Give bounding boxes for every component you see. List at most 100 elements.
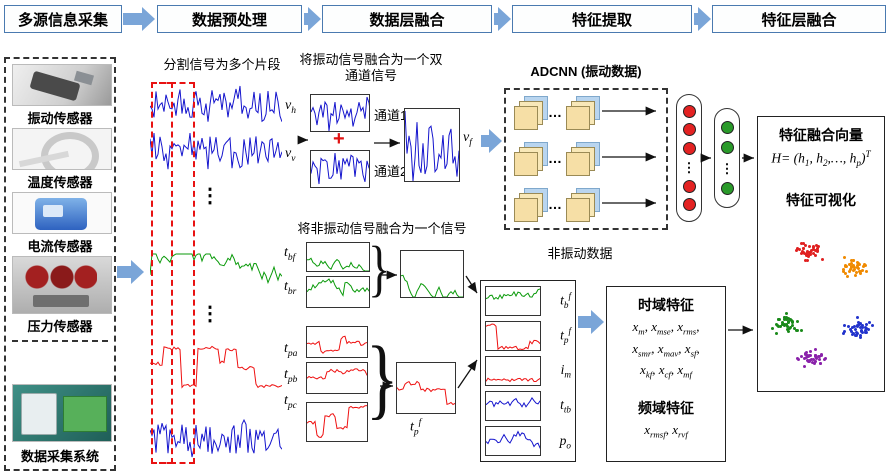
- adcnn-title: ADCNN (振动数据): [530, 64, 642, 79]
- brace-green: }: [368, 235, 391, 303]
- scatter-dot: [808, 349, 812, 353]
- time-features-2: xsmr, xmav, xsf,: [632, 340, 700, 359]
- panel-to-signals-arrow: [117, 260, 144, 284]
- scatter-dot: [853, 273, 857, 277]
- ellipsis-horizontal: …: [548, 196, 563, 212]
- scatter-dot: [803, 365, 806, 368]
- scatter-dot: [852, 324, 856, 328]
- scatter-dot: [855, 260, 859, 264]
- scatter-dot: [783, 316, 787, 320]
- scatter-dot: [859, 325, 863, 329]
- time-features-3: xkf, xcf, xmf: [640, 362, 692, 380]
- scatter-dot: [802, 357, 806, 361]
- label-vh: vh: [285, 98, 296, 116]
- stack-plot-tbf: [485, 285, 541, 316]
- scatter-dot: [804, 352, 808, 356]
- scatter-dot: [864, 326, 868, 330]
- scatter-dot: [811, 246, 815, 250]
- channel1-label: 通道1: [374, 108, 408, 123]
- sensor-label-vibration: 振动传感器: [27, 111, 93, 126]
- scatter-dot: [870, 324, 874, 328]
- scatter-dot: [806, 353, 810, 357]
- scatter-dot: [814, 353, 818, 357]
- ellipsis-vertical: ⋮: [682, 159, 696, 175]
- cnn-feature-map-stack: [566, 188, 600, 222]
- label-tpf-merged: tpf: [410, 418, 422, 438]
- freq-domain-title: 频域特征: [638, 399, 694, 416]
- brace-red: }: [366, 329, 399, 428]
- scatter-dot: [850, 261, 853, 265]
- scatter-dot: [814, 244, 818, 248]
- scatter-dot: [845, 264, 849, 268]
- scatter-dot: [800, 252, 804, 255]
- neuron: [720, 141, 734, 155]
- fusion-formula: H= (h1, h2,…, hp)T: [771, 149, 871, 169]
- pressure-plot-2: [306, 362, 368, 394]
- scatter-dot: [857, 322, 861, 326]
- cnn-feature-map-stack: [566, 142, 600, 176]
- merged-temp-plot: [400, 250, 464, 298]
- pressure-plot-3: [306, 402, 368, 442]
- scatter-dot: [820, 352, 823, 356]
- channel2-label: 通道2: [374, 164, 408, 179]
- scatter-dot: [785, 318, 789, 322]
- scatter-dot: [862, 265, 865, 269]
- scatter-dot: [777, 317, 781, 321]
- neuron: [682, 104, 696, 118]
- signal-strip-temperature: [150, 252, 282, 296]
- scatter-dot: [814, 348, 818, 352]
- pipeline-step-collection: 多源信息采集: [4, 5, 122, 33]
- scatter-dot: [775, 331, 778, 335]
- stack-label-ttb: ttb: [560, 397, 571, 415]
- label-tpa: tpa: [284, 341, 298, 359]
- scatter-dot: [858, 270, 862, 273]
- scatter-dot: [866, 328, 870, 332]
- panel-divider: [12, 340, 108, 342]
- scatter-dot: [804, 243, 808, 247]
- scatter-dot: [859, 336, 863, 339]
- scatter-dot: [784, 323, 788, 326]
- scatter-dot: [802, 252, 806, 255]
- scatter-dot: [790, 321, 794, 324]
- scatter-dot: [806, 259, 810, 263]
- scatter-dot: [846, 274, 850, 278]
- scatter-dot: [807, 253, 811, 257]
- stack-plot-im: [485, 355, 541, 386]
- features-box: 时域特征 xm, xmse, xrms, xsmr, xmav, xsf, xk…: [606, 286, 726, 462]
- channel1-plot: [310, 94, 370, 132]
- stack-plot-po: [485, 426, 541, 457]
- pipeline-step-feature-fusion: 特征层融合: [712, 5, 886, 33]
- scatter-dot: [799, 355, 803, 358]
- scatter-dot: [804, 258, 808, 262]
- scatter-dot: [859, 271, 862, 275]
- scatter-dot: [786, 328, 789, 331]
- scatter-dot: [848, 328, 852, 332]
- scatter-dot: [860, 328, 864, 332]
- plus-sign: +: [333, 128, 345, 150]
- scatter-dot: [775, 322, 779, 326]
- label-tpc: tpc: [284, 393, 297, 411]
- cnn-feature-map-stack: [566, 96, 600, 130]
- label-vf: vf: [463, 130, 472, 148]
- scatter-dot: [841, 332, 845, 336]
- scatter-dot: [791, 323, 795, 327]
- vf-to-adcnn-arrow: [481, 129, 502, 153]
- ellipsis-horizontal: …: [548, 150, 563, 166]
- nonvib-stack: tbf tpf im ttb po: [480, 280, 576, 462]
- signal-strip-vv: [150, 131, 282, 174]
- pressure-sensor-photo: [12, 256, 112, 314]
- ellipsis-vertical-2: ⋮: [200, 303, 220, 325]
- scatter-dot: [786, 325, 790, 328]
- pressure-plot-1: [306, 326, 368, 358]
- pipeline-step-preprocess: 数据预处理: [157, 5, 302, 33]
- feature-visualization-scatter: [762, 221, 882, 387]
- ellipsis-vertical: ⋮: [720, 160, 734, 176]
- nonvib-data-title: 非振动数据: [547, 246, 613, 261]
- scatter-dot: [777, 325, 780, 329]
- scatter-dot: [808, 359, 812, 363]
- scatter-dot: [853, 327, 857, 331]
- scatter-dot: [852, 258, 856, 262]
- scatter-dot: [865, 269, 869, 273]
- sensor-label-current: 电流传感器: [27, 239, 93, 254]
- scatter-dot: [847, 325, 851, 329]
